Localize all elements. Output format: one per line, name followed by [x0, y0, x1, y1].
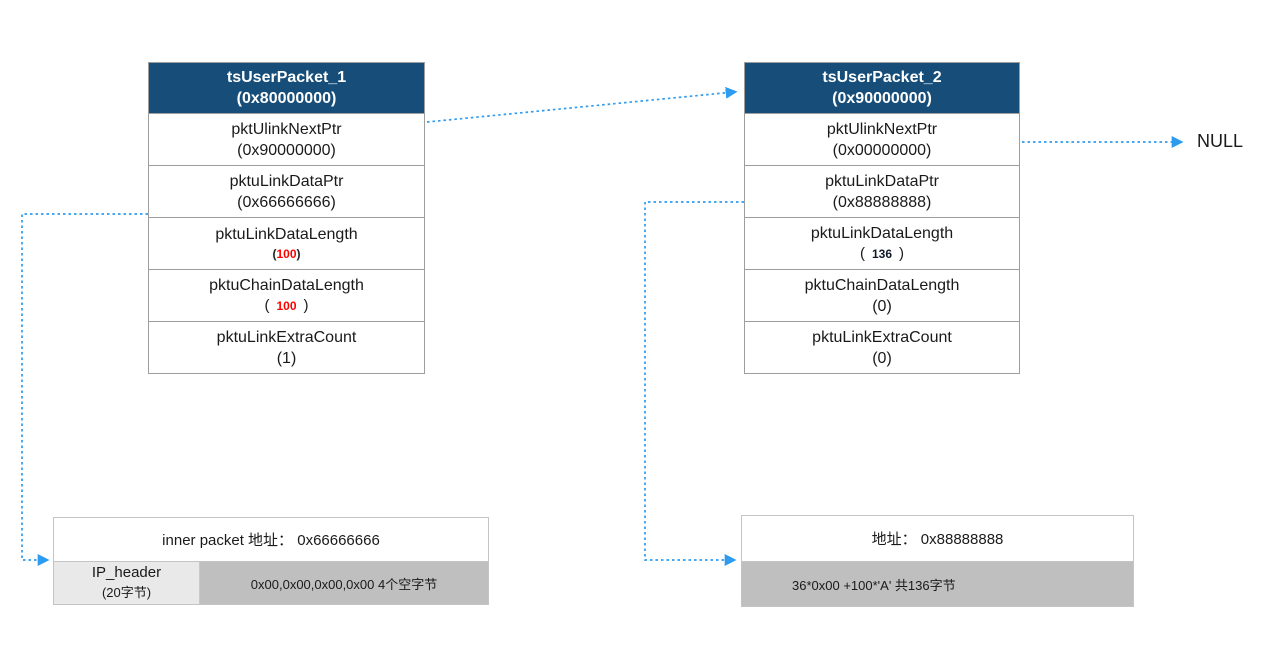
ip-header-label: IP_header	[91, 564, 162, 581]
null-label: NULL	[1197, 131, 1244, 151]
field-value: (0x66666666)	[237, 193, 336, 211]
arrow-dataptr2-to-buffer2	[644, 201, 744, 566]
packet-table-1: tsUserPacket_1 (0x80000000) pktUlinkNext…	[148, 62, 425, 374]
buffer-box-2: 地址： 0x88888888 36*0x00 +100*'A' 共136字节	[741, 515, 1134, 607]
field-label: pktUlinkNextPtr	[231, 120, 342, 138]
buffer-box-1: inner packet 地址： 0x66666666 IP_header (2…	[53, 517, 489, 605]
field-value: (0)	[872, 349, 892, 367]
packet-1-title: tsUserPacket_1	[226, 69, 347, 86]
field-label: pktuChainDataLength	[209, 277, 364, 294]
packet-1-field-pktUlinkNextPtr: pktUlinkNextPtr (0x90000000)	[149, 113, 424, 165]
highlighted-value: 100	[276, 299, 297, 313]
arrow-nextptr1-to-packet2	[426, 86, 738, 123]
field-value: (136)	[859, 245, 905, 262]
buffer-2-payload-cell: 36*0x00 +100*'A' 共136字节	[742, 561, 1133, 606]
packet-table-2: tsUserPacket_2 (0x90000000) pktUlinkNext…	[744, 62, 1020, 374]
field-label: pktuChainDataLength	[804, 276, 960, 294]
field-label: pktuLinkDataLength	[810, 225, 954, 242]
packet-1-address: (0x80000000)	[236, 90, 337, 107]
packet-2-field-pktuLinkExtraCount: pktuLinkExtraCount (0)	[745, 321, 1019, 373]
packet-2-header: tsUserPacket_2 (0x90000000)	[745, 63, 1019, 113]
field-label: pktuLinkExtraCount	[812, 328, 952, 346]
highlighted-value: 136	[871, 247, 893, 261]
buffer-1-payload-cell: 0x00,0x00,0x00,0x00 4个空字节	[200, 562, 488, 604]
field-label: pktuLinkDataPtr	[825, 172, 939, 190]
packet-1-field-pktuLinkExtraCount: pktuLinkExtraCount (1)	[149, 321, 424, 373]
field-label: pktuLinkDataLength	[215, 226, 358, 243]
packet-2-address: (0x90000000)	[832, 90, 932, 107]
field-value: (0x88888888)	[832, 193, 932, 211]
packet-1-field-pktuLinkDataLength: pktuLinkDataLength (100)	[149, 217, 424, 269]
field-value: (0x00000000)	[832, 141, 932, 159]
packet-1-field-pktuChainDataLength: pktuChainDataLength (100)	[149, 269, 424, 321]
field-label: pktuLinkDataPtr	[229, 172, 344, 190]
buffer-2-address: 地址： 0x88888888	[742, 516, 1133, 561]
field-value: (0)	[872, 297, 892, 315]
field-label: pktUlinkNextPtr	[826, 120, 938, 138]
ip-header-size: (20字节)	[101, 585, 152, 600]
buffer-1-ip-header-cell: IP_header (20字节)	[54, 562, 200, 604]
packet-2-title: tsUserPacket_2	[822, 69, 942, 86]
packet-1-header: tsUserPacket_1 (0x80000000)	[149, 63, 424, 113]
packet-2-field-pktuLinkDataLength: pktuLinkDataLength (136)	[745, 217, 1019, 269]
field-value: (0x90000000)	[237, 141, 336, 159]
packet-1-field-pktuLinkDataPtr: pktuLinkDataPtr (0x66666666)	[149, 165, 424, 217]
arrow-dataptr1-to-buffer1	[21, 213, 148, 566]
packet-2-field-pktUlinkNextPtr: pktUlinkNextPtr (0x00000000)	[745, 113, 1019, 165]
packet-2-field-pktuChainDataLength: pktuChainDataLength (0)	[745, 269, 1019, 321]
buffer-1-address: inner packet 地址： 0x66666666	[54, 518, 488, 561]
field-value: (100)	[264, 297, 309, 314]
highlighted-value: 100	[276, 247, 297, 261]
packet-2-field-pktuLinkDataPtr: pktuLinkDataPtr (0x88888888)	[745, 165, 1019, 217]
buffer-1-body: IP_header (20字节) 0x00,0x00,0x00,0x00 4个空…	[54, 561, 488, 604]
field-value: (1)	[276, 349, 297, 367]
field-label: pktuLinkExtraCount	[216, 328, 357, 346]
field-value: (100)	[272, 247, 301, 261]
